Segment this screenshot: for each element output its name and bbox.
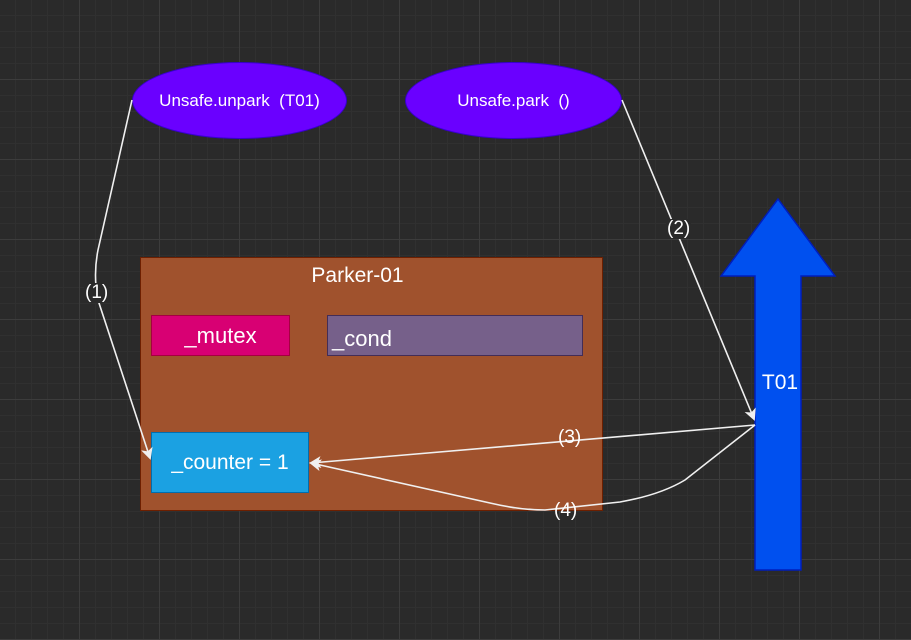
- thread-label: T01: [761, 371, 799, 394]
- edge-3: [309, 424, 756, 469]
- edge-4-label: (4): [554, 500, 578, 521]
- unpark-ellipse[interactable]: Unsafe.unpark (T01): [132, 62, 347, 139]
- cond-box[interactable]: _cond: [327, 315, 583, 356]
- counter-box[interactable]: _counter = 1: [151, 432, 309, 493]
- edge-1-label: (1): [84, 282, 110, 303]
- edge-3-label: (3): [558, 427, 582, 448]
- edge-4: [309, 424, 756, 511]
- edge-2-label: (2): [666, 218, 692, 239]
- edge-1: [94, 99, 153, 460]
- parker-title: Parker-01: [311, 264, 404, 287]
- thread-arrow-icon[interactable]: [719, 197, 837, 571]
- edge-2: [621, 99, 756, 421]
- mutex-box[interactable]: _mutex: [151, 315, 290, 356]
